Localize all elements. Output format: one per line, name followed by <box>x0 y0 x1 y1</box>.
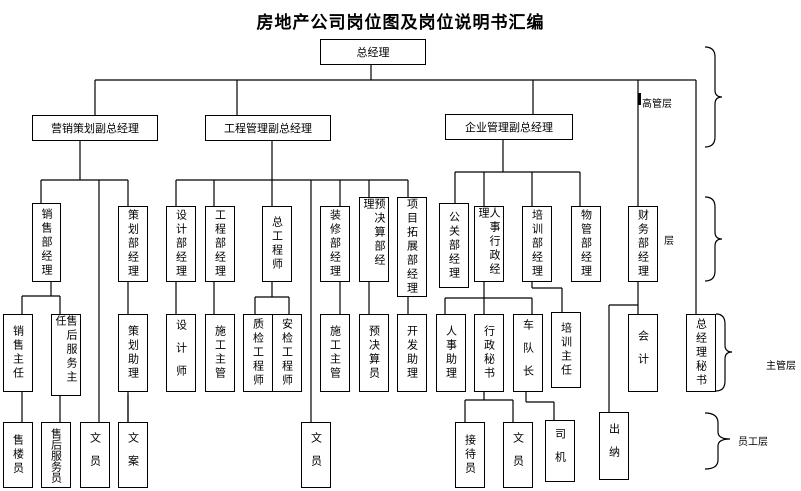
node-label: 公关部经理 <box>447 210 461 281</box>
node-salesperson[interactable]: 售楼员 <box>3 422 33 488</box>
node-label: 工程管理副总经理 <box>224 122 312 135</box>
node-aftersales-staff[interactable]: 售后服务员 <box>41 422 71 488</box>
node-label: 总经理秘书 <box>694 318 708 388</box>
node-label: 车队长 <box>521 318 535 388</box>
node-label: 文员 <box>309 432 323 478</box>
node-aftersales-supervisor[interactable]: 售后服务主任 <box>51 314 81 396</box>
node-accountant[interactable]: 会计 <box>628 314 658 392</box>
node-budget-clerk[interactable]: 预决算员 <box>359 314 389 392</box>
node-qc-engineer[interactable]: 质检工程师 <box>243 314 273 392</box>
layer-label-senior: 高管层 <box>642 99 672 110</box>
node-vp-marketing[interactable]: 营销策划副总经理 <box>32 115 158 141</box>
node-label: 预决算部经理 <box>362 198 386 268</box>
node-planning-asst[interactable]: 策划助理 <box>118 314 148 392</box>
node-label: 企业管理副总经理 <box>465 121 553 134</box>
node-pr-mgr[interactable]: 公关部经理 <box>439 203 469 288</box>
node-label: 物管部经理 <box>579 209 593 279</box>
node-label: 销售部经理 <box>40 207 53 278</box>
node-fleet-leader[interactable]: 车队长 <box>513 314 543 392</box>
node-label: 文案 <box>126 432 140 478</box>
node-vp-engineering[interactable]: 工程管理副总经理 <box>205 115 331 141</box>
node-label: 财务部经理 <box>636 209 650 279</box>
page-title: 房地产公司岗位图及岗位说明书汇编 <box>256 13 545 33</box>
node-training-mgr[interactable]: 培训部经理 <box>522 206 552 282</box>
node-property-mgr[interactable]: 物管部经理 <box>571 206 601 282</box>
node-label: 总工程师 <box>270 216 284 272</box>
layer-label-middle: 层 <box>664 236 674 247</box>
node-decor-construction-supervisor[interactable]: 施工主管 <box>320 314 350 392</box>
node-label: 施工主管 <box>328 325 342 381</box>
node-finance-mgr[interactable]: 财务部经理 <box>628 206 658 282</box>
node-label: 设计部经理 <box>174 209 188 279</box>
node-label: 售后服务主任 <box>54 315 78 385</box>
node-chief-engineer[interactable]: 总工程师 <box>262 206 292 282</box>
node-label: 会计 <box>636 330 650 376</box>
node-label: 销售主任 <box>11 325 25 381</box>
node-cashier[interactable]: 出纳 <box>599 412 629 480</box>
node-label: 人事助理 <box>444 325 458 381</box>
node-admin-secretary[interactable]: 行政秘书 <box>474 314 504 392</box>
node-label: 人事行政经理 <box>477 207 501 277</box>
node-label: 安检工程师 <box>280 318 294 388</box>
node-construction-supervisor[interactable]: 施工主管 <box>205 314 235 392</box>
node-projdev-mgr[interactable]: 项目拓展部经理 <box>397 197 427 297</box>
node-label: 质检工程师 <box>251 318 265 388</box>
node-label: 策划助理 <box>126 325 140 381</box>
node-clerk-admin[interactable]: 文员 <box>503 422 533 488</box>
node-archivist[interactable]: 文案 <box>118 422 148 488</box>
node-label: 司机 <box>553 428 567 474</box>
node-sales-mgr[interactable]: 销售部经理 <box>32 203 61 282</box>
node-label: 装修部经理 <box>328 209 342 279</box>
node-label: 开发助理 <box>405 325 419 381</box>
layer-label-staff: 员工层 <box>738 437 768 448</box>
node-label: 项目拓展部经理 <box>405 198 419 296</box>
node-design-mgr[interactable]: 设计部经理 <box>166 206 196 282</box>
node-label: 预决算员 <box>367 325 381 381</box>
node-receptionist[interactable]: 接待员 <box>455 422 485 488</box>
node-label: 行政秘书 <box>482 325 496 381</box>
node-hr-asst[interactable]: 人事助理 <box>436 314 466 392</box>
node-label: 施工主管 <box>213 325 227 381</box>
node-budget-mgr[interactable]: 预决算部经理 <box>359 197 389 282</box>
node-decor-mgr[interactable]: 装修部经理 <box>320 206 350 282</box>
node-label: 售后服务员 <box>49 427 63 483</box>
node-safety-engineer[interactable]: 安检工程师 <box>272 314 302 392</box>
node-label: 文员 <box>511 432 525 478</box>
node-clerk-marketing[interactable]: 文员 <box>80 422 110 488</box>
node-label: 总经理 <box>356 46 390 59</box>
node-label: 培训部经理 <box>530 209 544 279</box>
node-driver[interactable]: 司机 <box>545 420 575 482</box>
node-label: 策划部经理 <box>126 209 140 279</box>
node-ceo[interactable]: 总经理 <box>320 39 426 65</box>
node-sales-supervisor[interactable]: 销售主任 <box>3 314 33 392</box>
node-ceo-secretary[interactable]: 总经理秘书 <box>686 314 716 392</box>
node-training-supervisor[interactable]: 培训主任 <box>551 312 581 388</box>
node-hr-mgr[interactable]: 人事行政经理 <box>474 206 504 282</box>
node-label: 工程部经理 <box>213 209 227 279</box>
node-vp-enterprise[interactable]: 企业管理副总经理 <box>445 114 573 140</box>
node-designer[interactable]: 设计师 <box>166 314 196 392</box>
node-clerk-engineering[interactable]: 文员 <box>301 422 331 488</box>
node-label: 出纳 <box>607 423 621 469</box>
node-label: 售楼员 <box>11 434 25 476</box>
node-planning-mgr[interactable]: 策划部经理 <box>118 206 148 282</box>
node-label: 培训主任 <box>559 322 573 378</box>
node-label: 接待员 <box>463 434 477 476</box>
node-dev-asst[interactable]: 开发助理 <box>397 314 427 392</box>
node-eng-mgr[interactable]: 工程部经理 <box>205 206 235 282</box>
node-label: 文员 <box>88 432 102 478</box>
layer-label-supervisor: 主管层 <box>766 361 796 372</box>
node-label: 设计师 <box>174 318 188 388</box>
node-label: 营销策划副总经理 <box>51 122 139 135</box>
